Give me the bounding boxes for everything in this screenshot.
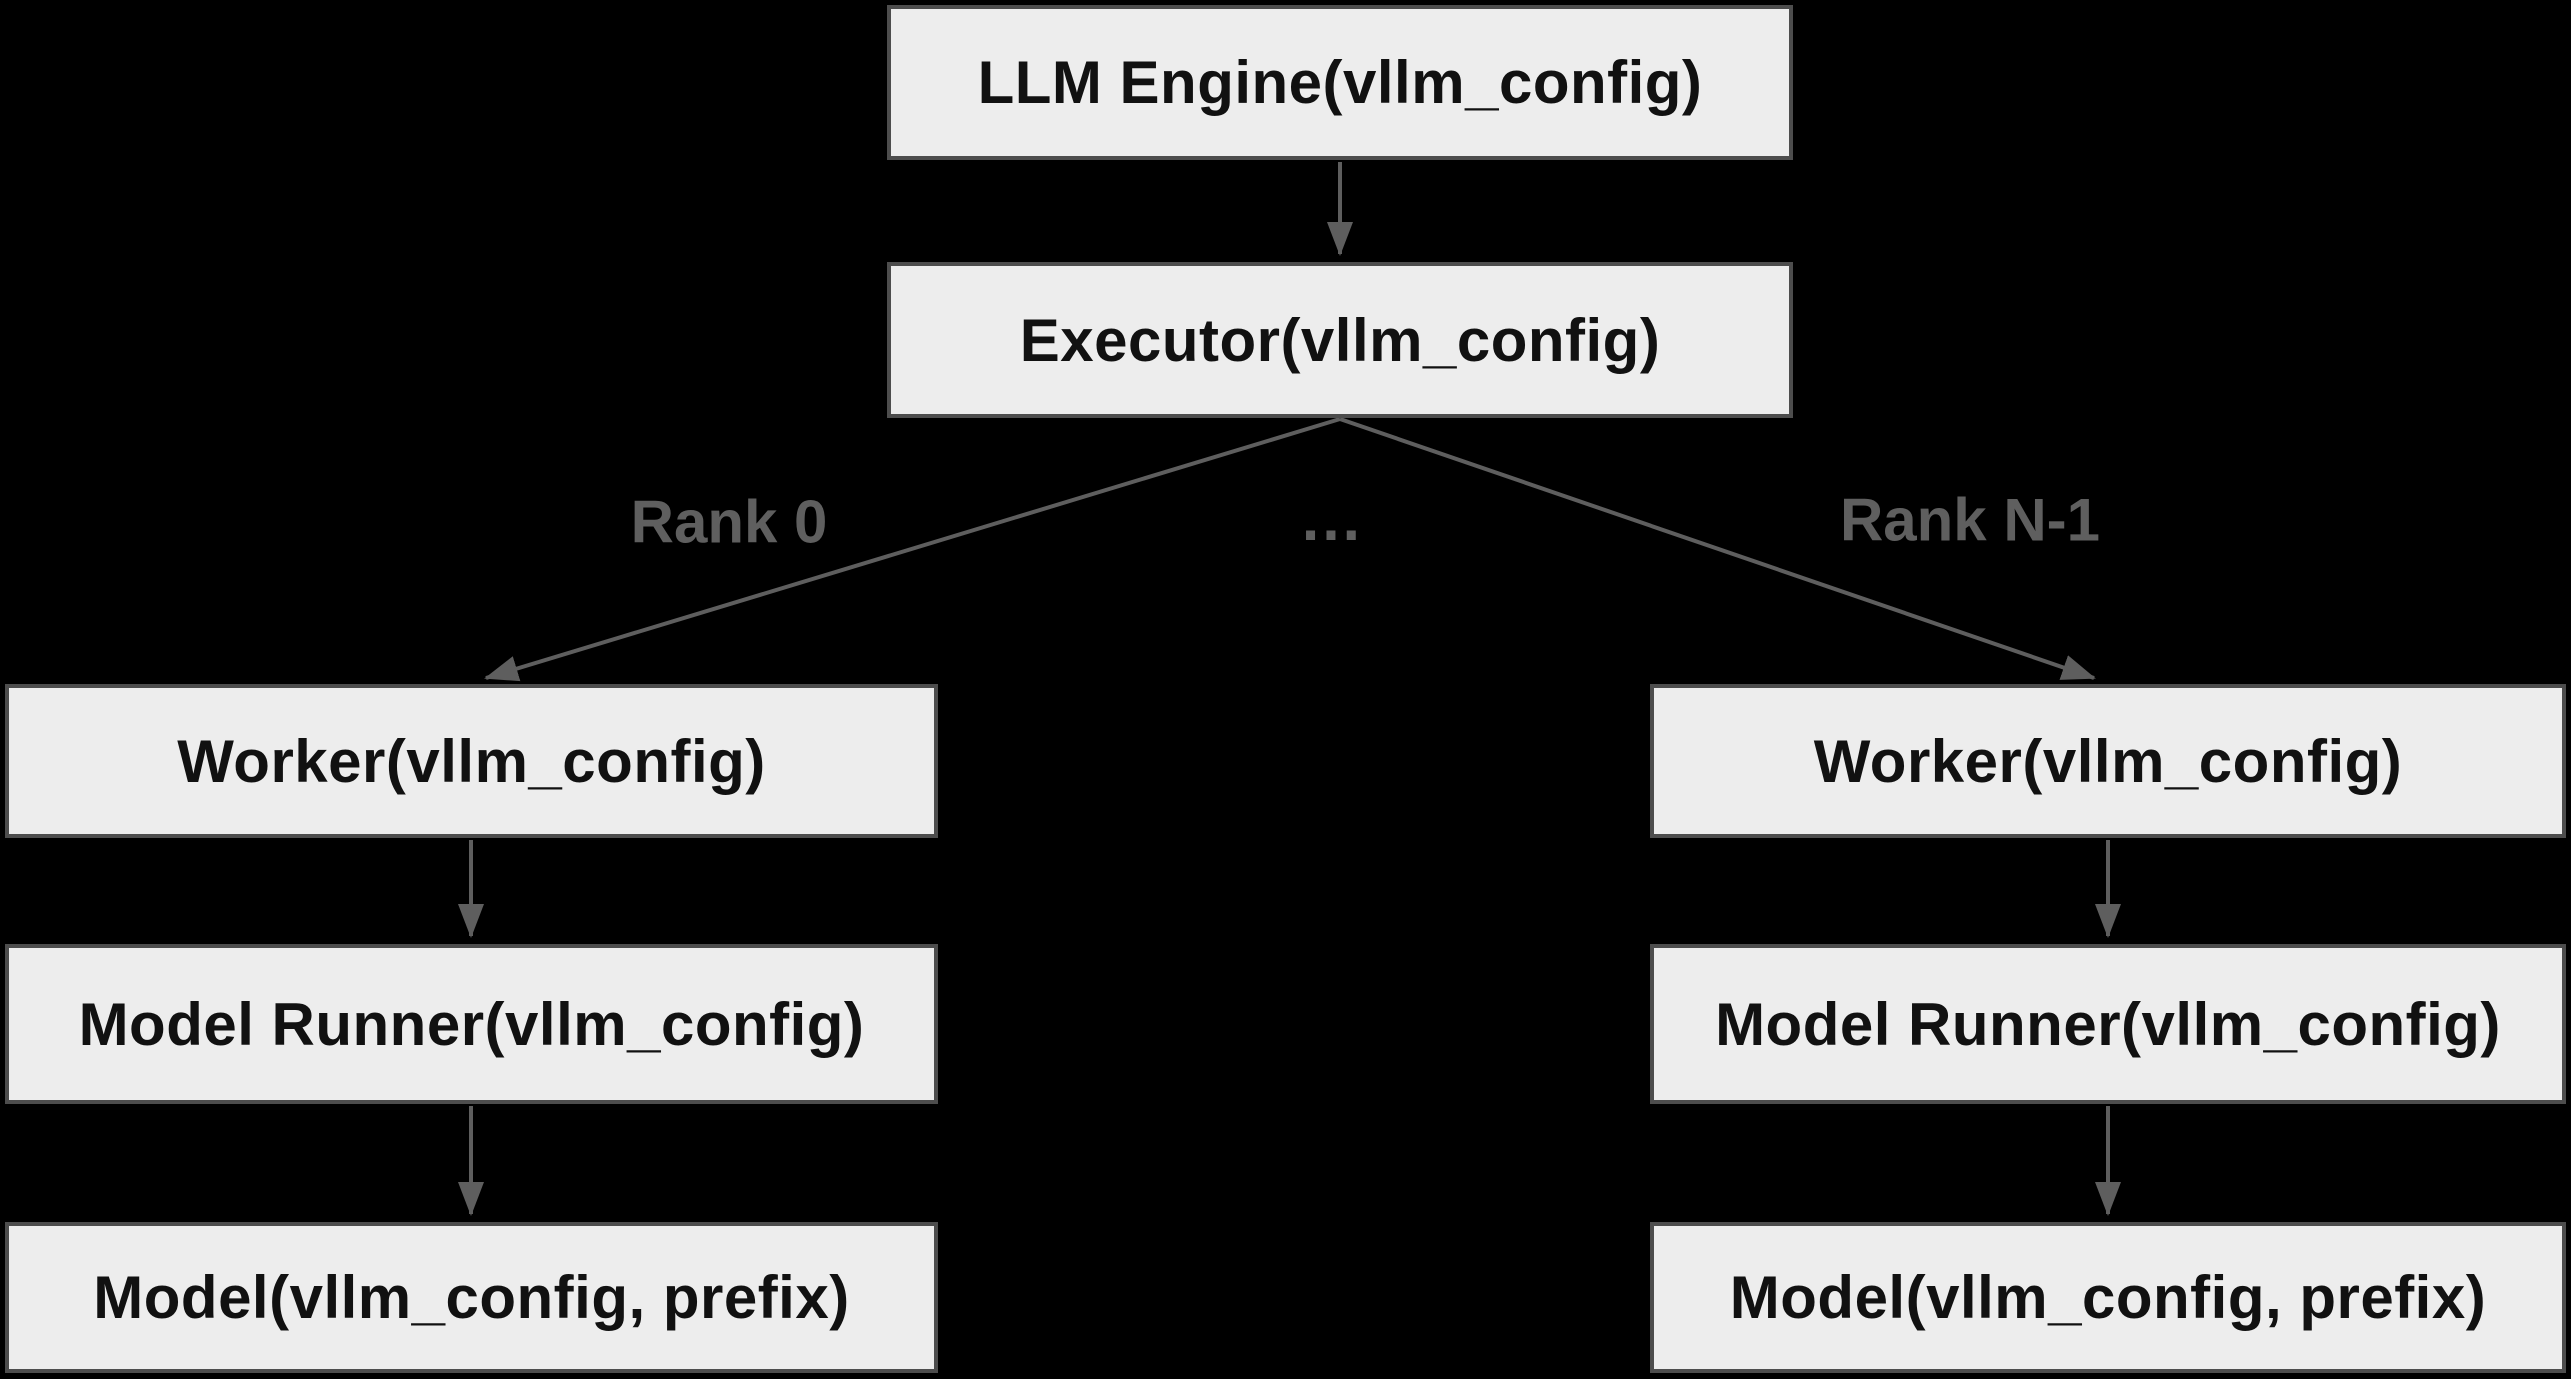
node-worker-rankn-label: Worker(vllm_config): [1813, 727, 2403, 795]
node-model-runner-rankn: Model Runner(vllm_config): [1650, 944, 2566, 1104]
node-worker-rankn: Worker(vllm_config): [1650, 684, 2566, 838]
node-model-rankn: Model(vllm_config, prefix): [1650, 1222, 2566, 1373]
edge-label-rank-0: Rank 0: [630, 488, 828, 556]
node-model-rank0-label: Model(vllm_config, prefix): [93, 1264, 850, 1331]
edge-executor-to-worker-rankn: [1339, 417, 2096, 680]
edge-executor-to-worker-rank0: [484, 417, 1341, 682]
node-worker-rank0: Worker(vllm_config): [5, 684, 938, 838]
node-model-runner-rank0-label: Model Runner(vllm_config): [78, 990, 865, 1058]
edge-label-ellipsis: …: [1299, 482, 1363, 554]
node-llm-engine: LLM Engine(vllm_config): [887, 5, 1793, 160]
node-model-rank0: Model(vllm_config, prefix): [5, 1222, 938, 1373]
node-worker-rank0-label: Worker(vllm_config): [177, 727, 766, 795]
node-model-rankn-label: Model(vllm_config, prefix): [1729, 1264, 2487, 1331]
edge-label-rank-n-1: Rank N-1: [1839, 486, 2101, 554]
node-model-runner-rankn-label: Model Runner(vllm_config): [1715, 990, 2501, 1058]
node-executor: Executor(vllm_config): [887, 262, 1793, 418]
node-executor-label: Executor(vllm_config): [1019, 306, 1661, 374]
node-llm-engine-label: LLM Engine(vllm_config): [977, 49, 1703, 116]
node-model-runner-rank0: Model Runner(vllm_config): [5, 944, 938, 1104]
